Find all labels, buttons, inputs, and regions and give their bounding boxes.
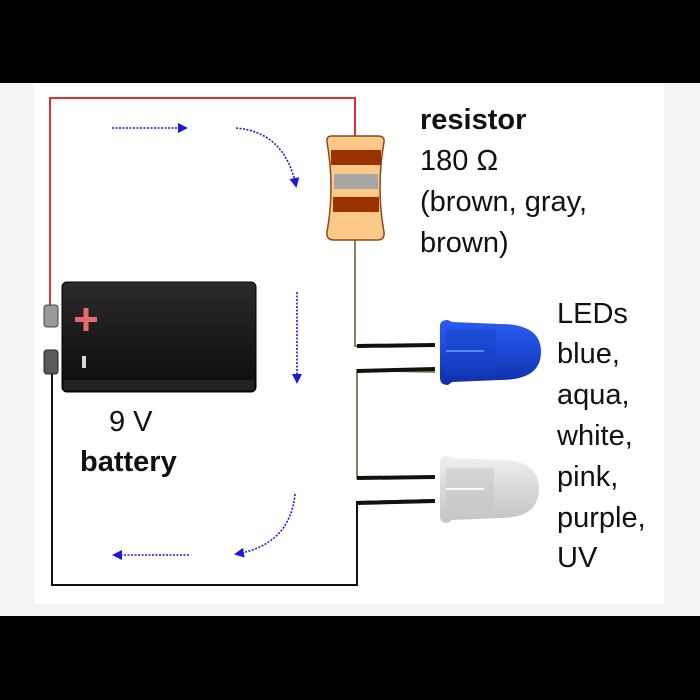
led-color-aqua: aqua, <box>557 379 630 411</box>
battery-voltage: 9 V <box>109 406 153 438</box>
resistor-value: 180 Ω <box>420 145 499 177</box>
led-color-uv: UV <box>557 542 598 574</box>
led-white <box>440 456 539 523</box>
plus-icon <box>75 308 97 331</box>
resistor-band-3 <box>333 197 379 212</box>
minus-icon <box>82 356 86 368</box>
battery-title: battery <box>80 446 177 478</box>
led-color-blue: blue, <box>557 338 620 370</box>
led1-to-led2-wire <box>356 343 436 480</box>
leds-title: LEDs <box>557 298 628 330</box>
current-flow-arrows <box>112 123 302 560</box>
led-color-white: white, <box>557 420 633 452</box>
resistor-title: resistor <box>420 104 527 136</box>
resistor-band-1 <box>331 150 381 165</box>
resistor <box>326 135 385 241</box>
arrow-curve-down-icon <box>235 127 300 188</box>
arrow-curve-left-icon <box>234 493 296 558</box>
resistor-band-2 <box>334 174 378 189</box>
led-blue <box>440 320 541 385</box>
battery <box>43 281 257 393</box>
resistor-bands-line1: (brown, gray, <box>420 186 588 218</box>
negative-wire <box>51 372 436 586</box>
resistor-bands-line2: brown) <box>420 227 509 259</box>
led-color-purple: purple, <box>557 502 646 534</box>
positive-wire <box>49 97 356 310</box>
led-color-pink: pink, <box>557 461 619 493</box>
